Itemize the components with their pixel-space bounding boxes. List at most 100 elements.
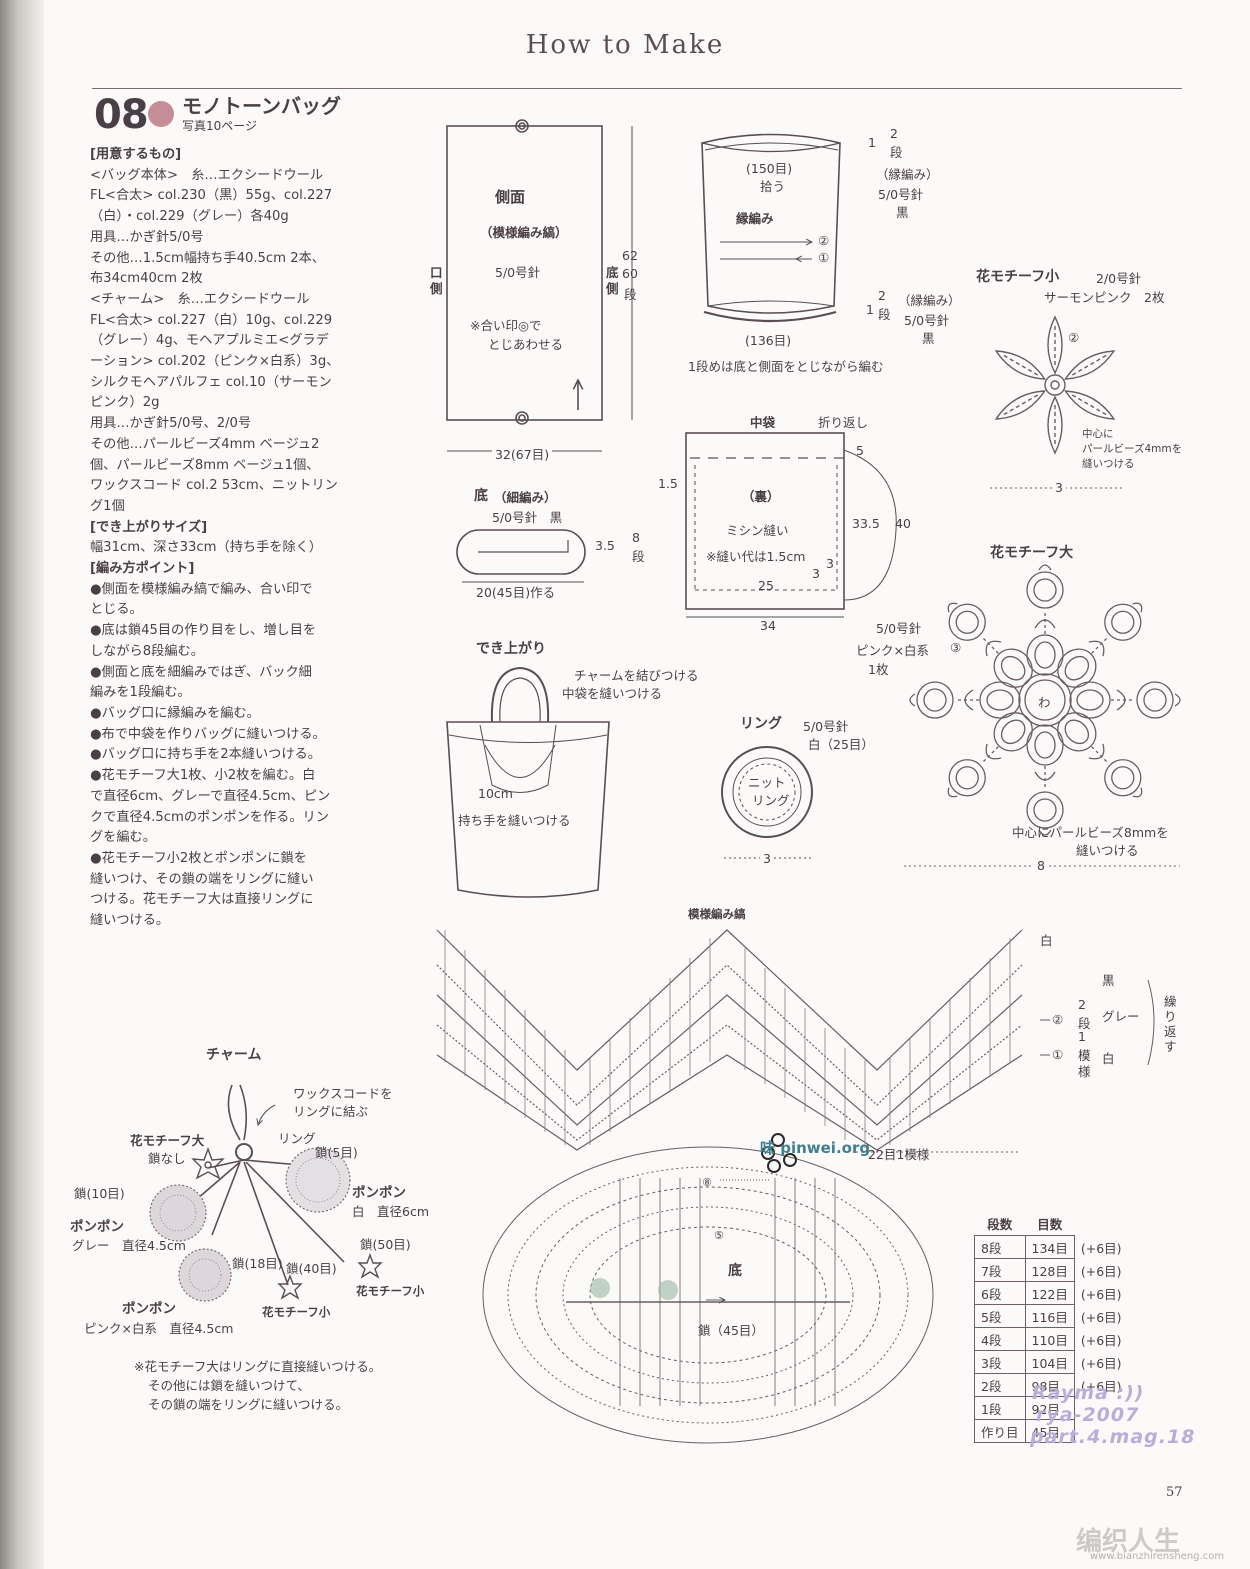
flower-small-mark: ② [1068, 330, 1080, 345]
bag-pick: 拾う [760, 179, 786, 194]
flower-large-note-1: 中心にパールビーズ8mmを [1012, 825, 1169, 840]
side-note-2: とじあわせる [488, 337, 564, 352]
flower-small-note-3: 縫いつける [1082, 458, 1135, 470]
flower-large-needle: 5/0号針 [876, 621, 922, 636]
instruction-line: 幅31cm、深さ33cm（持ち手を除く） [90, 540, 323, 556]
flower-large-count: 1枚 [868, 662, 889, 677]
charm-note-2: その他には鎖を縫いつけて、 [148, 1378, 310, 1393]
side-right-label: 底 側 [606, 265, 619, 296]
table-cell-me: 45目 [1024, 1419, 1075, 1443]
table-cell-dan: 4段 [974, 1327, 1026, 1351]
bottom-oval-chart [482, 1146, 934, 1444]
bottom-chart-title: 底 [728, 1263, 742, 1279]
table-cell-inc: (+6目) [1080, 1309, 1122, 1325]
instruction-line: （グレー）4g、モヘアプルミエ<グラデ [90, 333, 329, 349]
side-left-label: 口 側 [430, 265, 443, 296]
scanner-watermark: Rayma :)) rya-2007 part.4.mag.18 [1030, 1382, 1195, 1448]
side-height-unit: 段 [624, 287, 637, 302]
table-cell-me: 122目 [1024, 1281, 1075, 1305]
instruction-line: シルクモヘアパルフェ col.10（サーモン [90, 374, 332, 390]
instruction-line: その他…パールビーズ4mm ベージュ2 [90, 436, 320, 452]
bottom-small-rows: 8 [632, 530, 640, 545]
bag-edging: 縁編み [736, 211, 774, 226]
charm-pompom-gray: ポンポン [70, 1219, 124, 1235]
charm-small-flower-1 [357, 1253, 383, 1279]
instruction-line: <バッグ本体> 糸…エクシードウール [90, 167, 324, 183]
pattern-rows-1: 1 [1078, 1029, 1086, 1044]
bottom-small-height: 3.5 [595, 538, 615, 553]
charm-large-flower-label: 花モチーフ大 [130, 1133, 205, 1148]
bag-rows-top: 2 [890, 126, 898, 141]
flower-large-color: ピンク×白系 [856, 643, 929, 658]
table-cell-dan: 5段 [974, 1304, 1026, 1328]
instruction-line: クで直径4.5cmのポンポンを作る。リン [90, 809, 329, 825]
charm-ch40: 鎖(40目) [286, 1261, 337, 1276]
bag-unit-bottom: 段 [878, 307, 891, 322]
charm-small-flower-label-2: 花モチーフ小 [262, 1305, 331, 1319]
bottom-chart-mark-5: ⑤ [714, 1229, 724, 1242]
instruction-line: グを編む。 [90, 830, 156, 846]
charm-small-flower-label-1: 花モチーフ小 [356, 1284, 425, 1298]
page-header-title: How to Make [525, 30, 725, 60]
instruction-line: つける。花モチーフ大は直接リングに [90, 892, 314, 908]
charm-gray-45: グレー 直径4.5cm [72, 1238, 186, 1253]
flower-large-note-2: 縫いつける [1076, 843, 1139, 858]
charm-cord-2: リングに結ぶ [293, 1104, 369, 1119]
bottom-oval-small [456, 529, 586, 575]
pattern-pattern-1: 模 [1078, 1048, 1091, 1063]
instruction-line: 用具…かぎ針5/0号 [90, 229, 204, 245]
flower-large-title: 花モチーフ大 [990, 545, 1074, 561]
instruction-line: 用具…かぎ針5/0号、2/0号 [90, 416, 252, 432]
lining-dim-1-5: 1.5 [658, 476, 678, 491]
charm-pompom-white: ポンポン [352, 1185, 406, 1201]
instruction-line: ●側面と底を細編みではぎ、バック細 [90, 664, 312, 680]
instruction-line: しながら8段編む。 [90, 643, 204, 659]
instruction-line: 縫いつけ、その鎖の端をリングに縫い [90, 871, 314, 887]
charm-pompom-pink: ポンポン [122, 1301, 176, 1317]
pattern-mark-2: ② [1052, 1012, 1064, 1027]
finished-dim: 10cm [478, 786, 513, 801]
side-pattern: （模様編み縞） [480, 225, 568, 240]
table-cell-me: 92目 [1024, 1396, 1075, 1420]
bottom-small-title: 底 [474, 488, 488, 504]
instruction-line: 編みを1段編む。 [90, 685, 191, 701]
ring-color: 白（25目） [808, 737, 874, 752]
lining-dim-33-5: 33.5 [852, 516, 880, 531]
instruction-line: 個、パールビーズ8mm ベージュ1個、 [90, 457, 320, 473]
instruction-line: グ1個 [90, 498, 125, 514]
bag-needle-bottom: 5/0号針 [904, 313, 950, 328]
table-cell-me: 110目 [1024, 1327, 1075, 1351]
instruction-line: [用意するもの] [90, 147, 182, 162]
bottom-small-stitch: （細編み） [494, 490, 557, 505]
pattern-pattern-2: 様 [1078, 1064, 1091, 1079]
charm-note-3: その鎖の端をリングに縫いつける。 [148, 1397, 349, 1412]
instruction-line: とじる。 [90, 602, 143, 618]
instruction-line: [編み方ポイント] [90, 561, 195, 577]
small-flower-motif [991, 315, 1119, 454]
knit-ring [721, 746, 813, 838]
flower-small-needle: 2/0号針 [1096, 271, 1142, 286]
side-title: 側面 [495, 188, 526, 206]
logo-watermark: 编织人生 [1076, 1527, 1181, 1557]
bag-count-150: (150目) [746, 161, 793, 176]
instruction-line: ピンク）2g [90, 395, 160, 411]
finished-lining: 中袋を縫いつける [562, 686, 663, 701]
header-rule [92, 88, 1182, 89]
watermark-line-2: rya-2007 [1036, 1404, 1140, 1426]
bag-one-bottom: 1 [866, 302, 874, 317]
table-cell-me: 104目 [1024, 1350, 1075, 1374]
instruction-line: ●バッグ口に持ち手を2本縫いつける。 [90, 747, 321, 763]
bag-rows-bottom: 2 [878, 288, 886, 303]
large-flower-motif [909, 564, 1181, 836]
table-cell-dan: 1段 [974, 1396, 1026, 1420]
lining-title: 中袋 [750, 415, 776, 430]
table-cell-me: 128目 [1024, 1258, 1075, 1282]
lining-dim-25: 25 [758, 578, 774, 593]
bag-color-bottom: 黒 [922, 331, 935, 346]
charm-note-1: ※花モチーフ大はリングに直接縫いつける。 [134, 1359, 382, 1374]
